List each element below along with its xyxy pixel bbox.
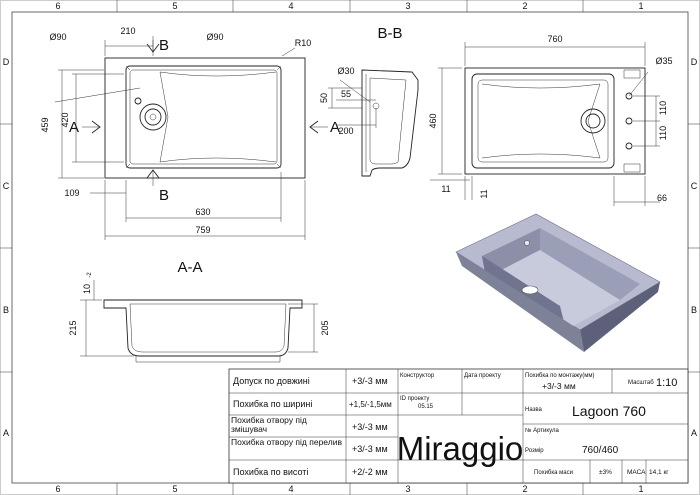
dim-210: 210 bbox=[120, 26, 135, 36]
article-label: № Артикула bbox=[525, 427, 559, 434]
drain-hole-rear-icon bbox=[580, 108, 606, 134]
dim-760: 760 bbox=[547, 34, 562, 44]
drain-hole-icon bbox=[139, 103, 167, 131]
name-value: Lagoon 760 bbox=[572, 403, 646, 419]
dim-109: 109 bbox=[64, 188, 79, 198]
designer-label: Конструктор bbox=[400, 373, 435, 379]
tol-value-length: +3/-3 мм bbox=[352, 376, 388, 386]
col-label-4-bottom: 4 bbox=[288, 484, 293, 494]
section-aa-view bbox=[80, 280, 318, 363]
dim-50: 50 bbox=[319, 93, 329, 103]
dim-215: 215 bbox=[68, 320, 78, 335]
dim-66: 66 bbox=[657, 193, 667, 203]
size-label: Розмір bbox=[525, 448, 544, 454]
dim-11-left: 11 bbox=[441, 184, 450, 194]
top-view bbox=[54, 36, 328, 240]
dim-459: 459 bbox=[40, 117, 50, 132]
section-aa-title: A-A bbox=[177, 259, 202, 276]
mass-value: 14,1 кг bbox=[649, 469, 669, 476]
install-error-label: Похибка по монтажу(мм) bbox=[525, 373, 595, 379]
title-block: Допуск по довжині +3/-3 мм Похибка по ши… bbox=[231, 373, 677, 477]
row-label-c: C bbox=[3, 181, 10, 191]
section-mark-a-left: A bbox=[69, 119, 79, 136]
dim-d90-left: Ø90 bbox=[49, 32, 66, 42]
tol-label-mixer: Похибка отвору під змішувач bbox=[231, 416, 307, 434]
brand-logo: Miraggio bbox=[397, 430, 524, 467]
title-block-grid bbox=[228, 368, 689, 484]
date-label: Дата проекту bbox=[464, 373, 501, 379]
col-label-2-bottom: 2 bbox=[522, 484, 527, 494]
dim-10: 10 bbox=[82, 284, 92, 294]
dim-110-bottom: 110 bbox=[658, 126, 668, 140]
row-label-c-right: C bbox=[691, 181, 698, 191]
section-mark-b-bottom: B bbox=[159, 187, 169, 204]
dim-minus-2: -2 bbox=[87, 272, 93, 278]
scale-value: 1:10 bbox=[656, 377, 677, 389]
col-label-1-bottom: 1 bbox=[638, 484, 643, 494]
col-label-3-bottom: 3 bbox=[405, 484, 410, 494]
tol-label-width: Похибка по ширині bbox=[233, 399, 312, 409]
dim-759: 759 bbox=[195, 225, 210, 235]
col-label-5: 5 bbox=[172, 1, 177, 11]
mass-label: МАСА bbox=[627, 469, 646, 476]
tap-hole-3d-icon bbox=[524, 240, 530, 246]
row-label-d-right: D bbox=[691, 57, 698, 67]
dim-d90-right: Ø90 bbox=[206, 32, 223, 42]
dim-d35: Ø35 bbox=[655, 56, 672, 66]
dim-d30: Ø30 bbox=[337, 66, 354, 76]
project-id-label: ID проекту bbox=[400, 396, 429, 402]
install-error-value: +3/-3 мм bbox=[542, 381, 576, 391]
mass-error-label: Похибка маси bbox=[534, 470, 573, 476]
project-id-value: 05.15 bbox=[418, 404, 434, 410]
drain-3d-icon bbox=[521, 285, 539, 295]
section-mark-b-top: B bbox=[159, 37, 169, 54]
tol-label-length: Допуск по довжині bbox=[233, 376, 310, 386]
dim-630: 630 bbox=[195, 207, 210, 217]
col-label-2: 2 bbox=[522, 1, 527, 11]
sink-3d-render bbox=[455, 213, 661, 352]
row-label-a: A bbox=[3, 428, 9, 438]
tol-label-overflow: Похибка отвору під перелив bbox=[231, 438, 342, 447]
row-label-d: D bbox=[3, 57, 10, 67]
col-label-6: 6 bbox=[55, 1, 60, 11]
mass-error-value: ±3% bbox=[599, 469, 612, 476]
dim-110-top: 110 bbox=[658, 101, 668, 115]
tol-value-mixer: +3/-3 мм bbox=[352, 422, 388, 432]
tol-value-overflow: +3/-3 мм bbox=[352, 444, 388, 454]
dim-200: 200 bbox=[338, 126, 353, 136]
size-value: 760/460 bbox=[582, 445, 619, 456]
scale-label: Масштаб bbox=[628, 380, 654, 386]
dim-460: 460 bbox=[428, 113, 438, 128]
section-mark-a-right: A bbox=[330, 119, 340, 136]
name-label: Назва bbox=[525, 407, 542, 413]
tol-label-height: Похибка по висоті bbox=[233, 467, 308, 477]
overflow-hole-icon bbox=[134, 97, 142, 105]
rear-view bbox=[430, 42, 660, 206]
col-label-3: 3 bbox=[405, 1, 410, 11]
dim-420: 420 bbox=[60, 112, 70, 127]
col-label-4: 4 bbox=[288, 1, 293, 11]
dim-r10: R10 bbox=[295, 38, 312, 48]
row-label-b-right: B bbox=[691, 305, 697, 315]
col-label-6-bottom: 6 bbox=[55, 484, 60, 494]
tol-value-width: +1,5/-1,5мм bbox=[349, 400, 392, 409]
row-label-b: B bbox=[3, 305, 9, 315]
section-bb-title: B-B bbox=[377, 25, 402, 42]
tol-value-height: +2/-2 мм bbox=[352, 467, 388, 477]
section-bb-view bbox=[328, 69, 419, 177]
dim-55: 55 bbox=[341, 89, 351, 99]
row-label-a-right: A bbox=[691, 428, 697, 438]
col-label-1: 1 bbox=[638, 1, 643, 11]
dim-205: 205 bbox=[320, 320, 330, 335]
col-label-5-bottom: 5 bbox=[172, 484, 177, 494]
dim-11-right: 11 bbox=[479, 189, 489, 198]
